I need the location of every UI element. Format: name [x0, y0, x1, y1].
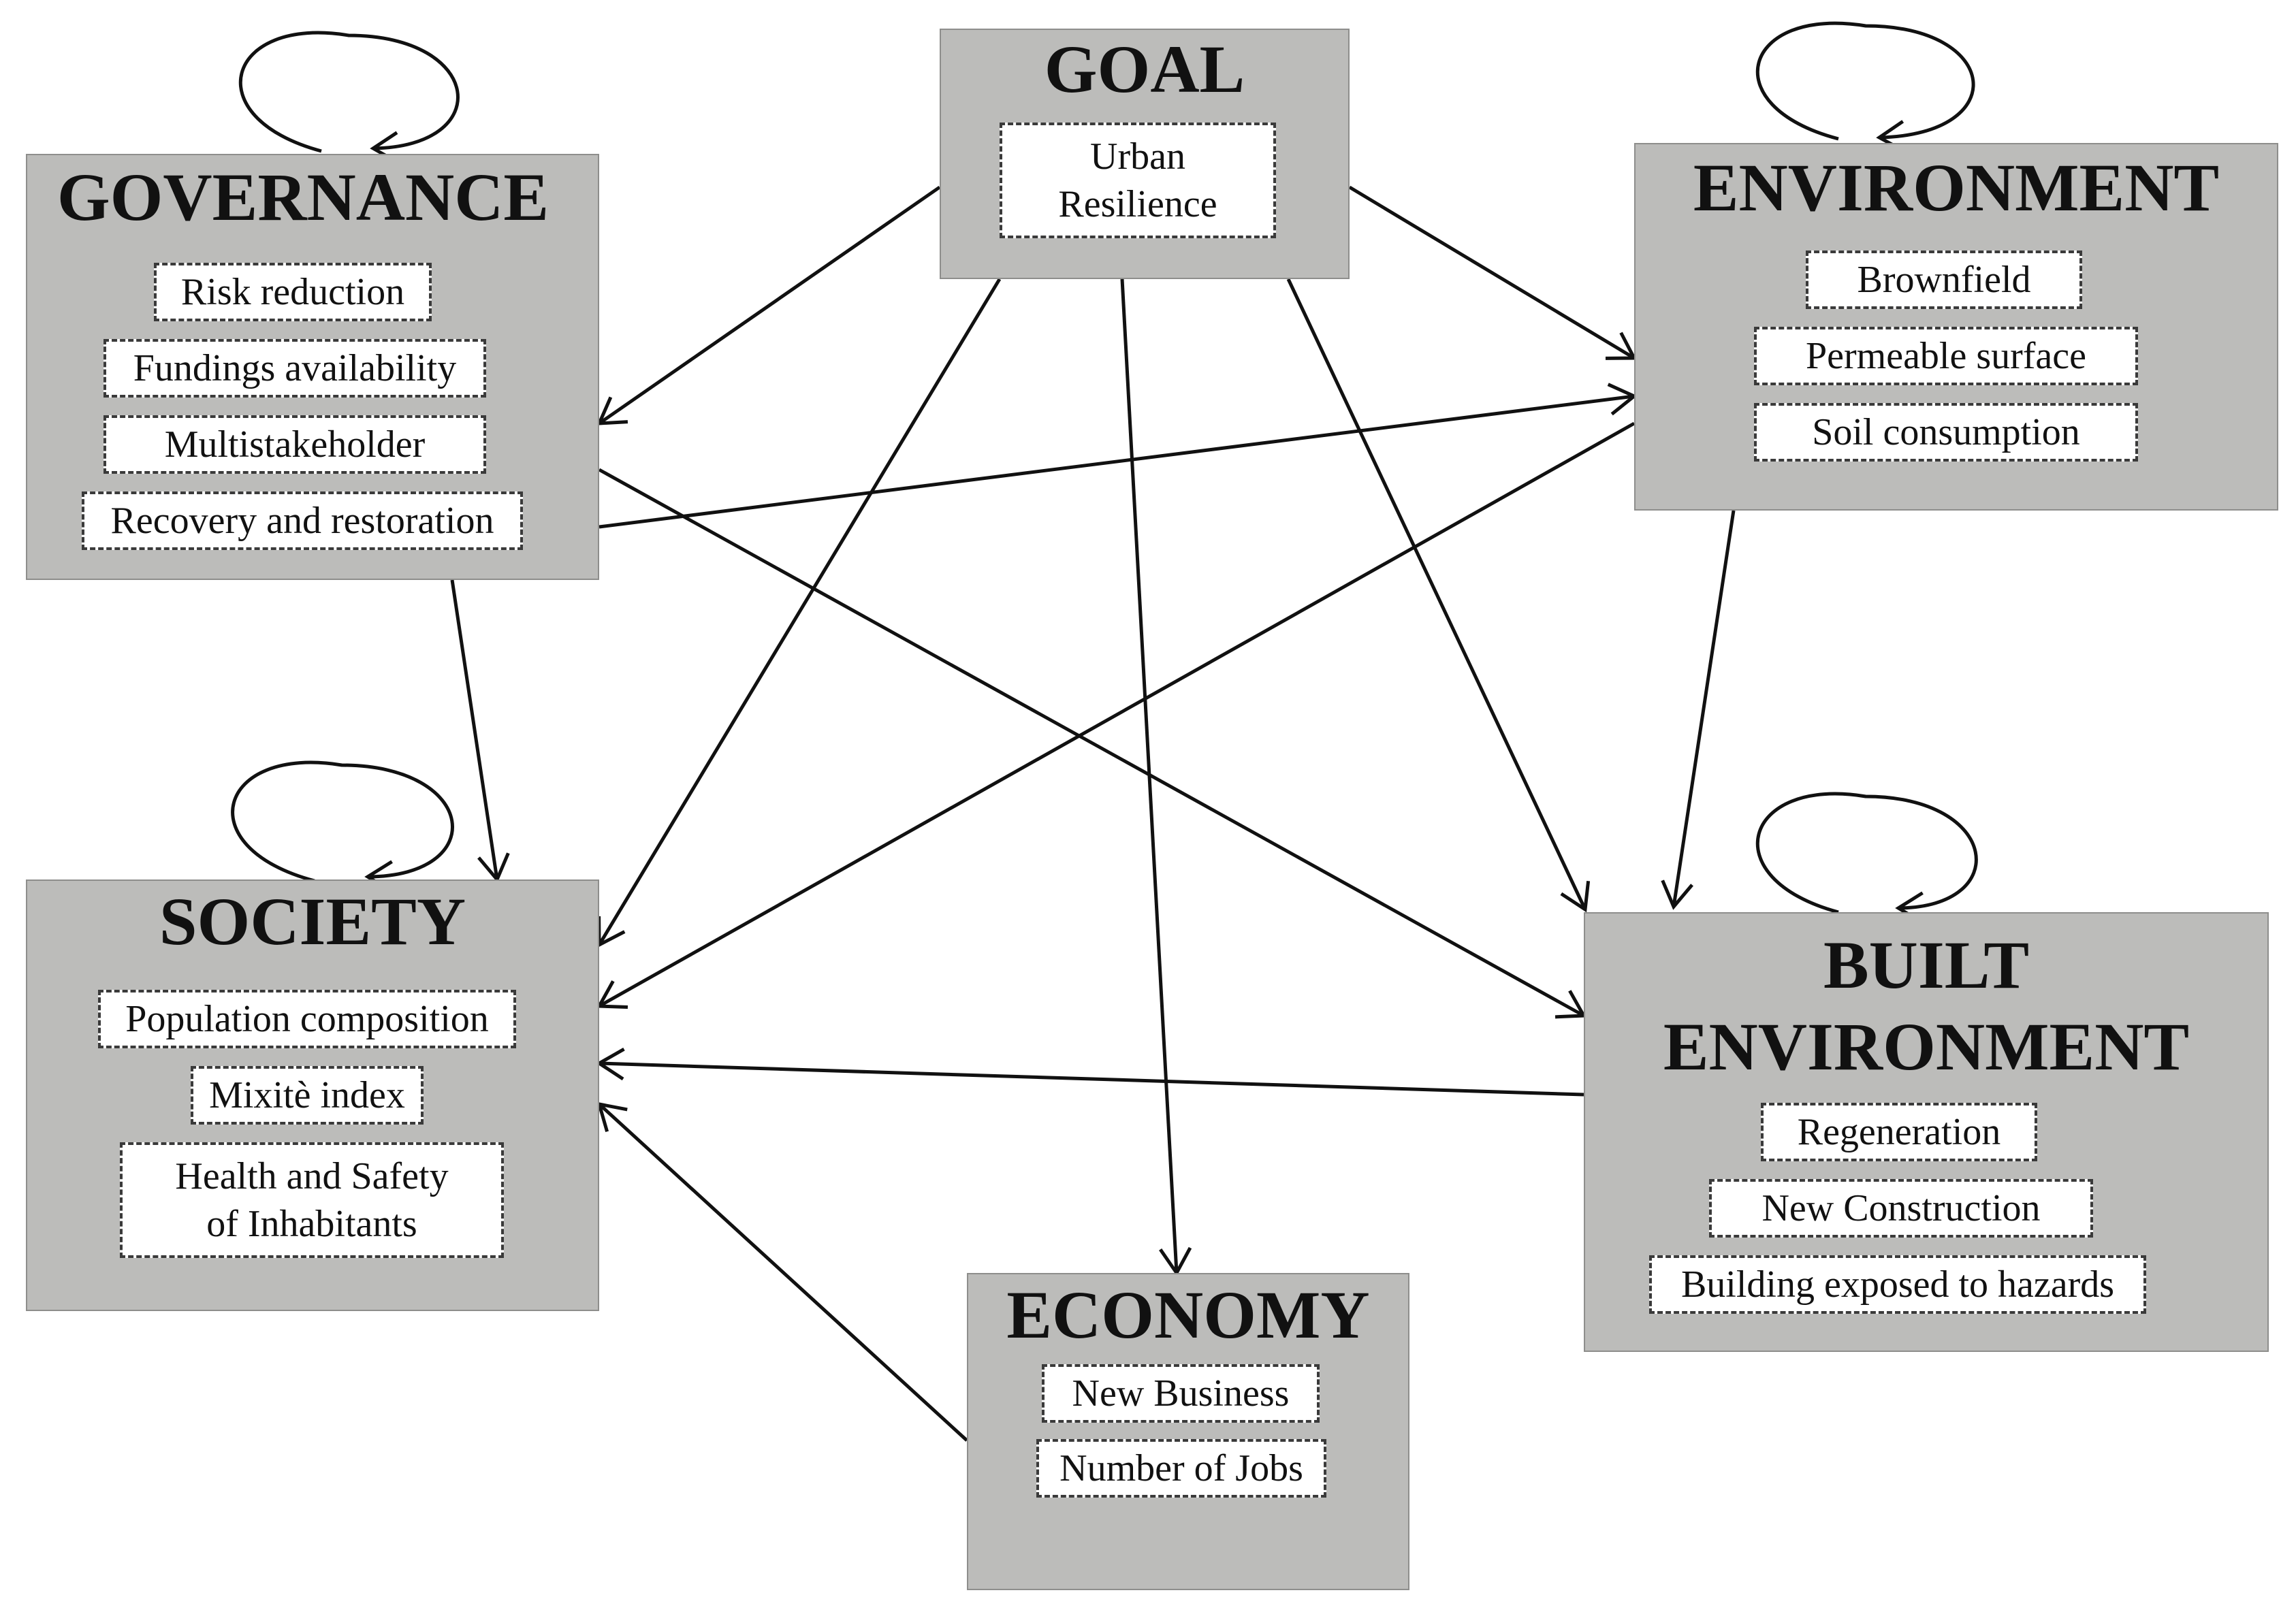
- environment-title: ENVIRONMENT: [1693, 150, 2220, 225]
- governance-item-multistakeholder: Multistakeholder: [103, 415, 486, 474]
- goal-title: GOAL: [1044, 31, 1245, 107]
- economy-title: ECONOMY: [1006, 1277, 1370, 1353]
- goal-item-urban-resilience: Urban Resilience: [1000, 123, 1276, 238]
- society-item-population-composition: Population composition: [98, 990, 516, 1048]
- governance-box: GOVERNANCE Risk reduction Fundings avail…: [26, 154, 599, 580]
- governance-item-risk-reduction: Risk reduction: [154, 263, 432, 321]
- built-item-regeneration: Regeneration: [1761, 1103, 2037, 1161]
- goal-box: GOAL Urban Resilience: [940, 29, 1350, 279]
- built-item-new-construction: New Construction: [1709, 1179, 2093, 1238]
- society-item-mixite-index: Mixitè index: [191, 1066, 424, 1125]
- arrow-economy-to-society: [598, 1103, 968, 1442]
- self-loop-environment: [1755, 21, 1975, 141]
- society-item-health-safety: Health and Safety of Inhabitants: [120, 1142, 504, 1258]
- society-box: SOCIETY Population composition Mixitè in…: [26, 879, 599, 1311]
- arrow-governance-to-built: [598, 468, 1585, 1018]
- arrowhead-goal-to-governance: [596, 396, 628, 425]
- environment-item-brownfield: Brownfield: [1806, 251, 2082, 309]
- built-environment-box: BUILT ENVIRONMENT Regeneration New Const…: [1584, 912, 2269, 1352]
- governance-item-fundings-availability: Fundings availability: [103, 339, 486, 398]
- economy-item-number-of-jobs: Number of Jobs: [1036, 1439, 1326, 1498]
- arrowhead-built-to-society: [596, 1048, 625, 1081]
- arrow-environment-to-society: [598, 421, 1636, 1008]
- arrowhead-goal-to-built: [1560, 880, 1591, 913]
- society-title: SOCIETY: [159, 884, 466, 959]
- self-loop-governance: [238, 31, 460, 153]
- arrowhead-environment-to-built: [1661, 879, 1693, 910]
- self-loop-society: [231, 760, 454, 883]
- governance-title: GOVERNANCE: [57, 159, 549, 235]
- arrowhead-environment-to-society: [596, 980, 628, 1010]
- governance-item-recovery-restoration: Recovery and restoration: [82, 491, 523, 550]
- arrow-governance-to-society: [450, 579, 499, 880]
- arrow-goal-to-society: [597, 278, 1002, 946]
- built-environment-title: BUILT ENVIRONMENT: [1663, 927, 2190, 1084]
- arrow-built-to-society: [599, 1061, 1584, 1097]
- environment-box: ENVIRONMENT Brownfield Permeable surface…: [1634, 143, 2278, 511]
- environment-item-permeable-surface: Permeable surface: [1754, 327, 2138, 385]
- arrowhead-economy-to-society: [596, 1101, 628, 1133]
- arrow-goal-to-environment: [1348, 185, 1636, 360]
- economy-box: ECONOMY New Business Number of Jobs: [967, 1273, 1409, 1590]
- arrow-governance-to-environment: [599, 394, 1635, 529]
- arrow-goal-to-built: [1286, 278, 1587, 911]
- economy-item-new-business: New Business: [1042, 1364, 1320, 1423]
- arrow-environment-to-built: [1672, 510, 1736, 907]
- environment-item-soil-consumption: Soil consumption: [1754, 403, 2138, 462]
- self-loop-built: [1755, 792, 1978, 914]
- built-item-building-exposed: Building exposed to hazards: [1649, 1255, 2146, 1314]
- arrow-goal-to-governance: [598, 185, 941, 425]
